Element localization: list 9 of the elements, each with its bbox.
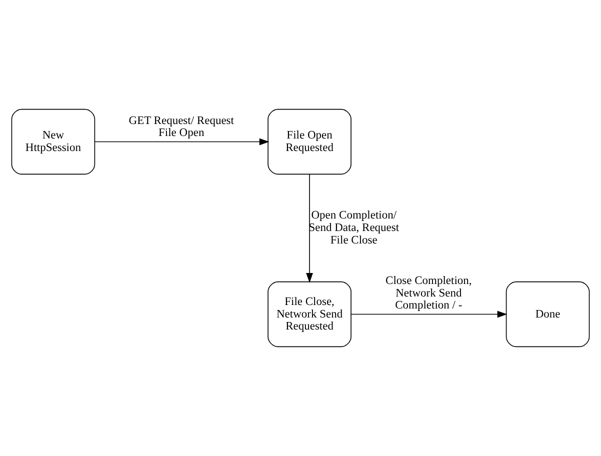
arrow	[306, 174, 313, 283]
node-box: File Open Requested	[268, 108, 352, 175]
node-box: Done	[506, 281, 590, 348]
edge-label: Close Completion, Network Send Completion / -	[386, 275, 472, 312]
edge-label: GET Request/ Request File Open	[128, 114, 234, 140]
node-box: New HttpSession	[11, 108, 96, 175]
node-box: File Close, Network Send Requested	[268, 281, 352, 348]
arrow	[94, 138, 270, 146]
arrow	[350, 310, 508, 318]
